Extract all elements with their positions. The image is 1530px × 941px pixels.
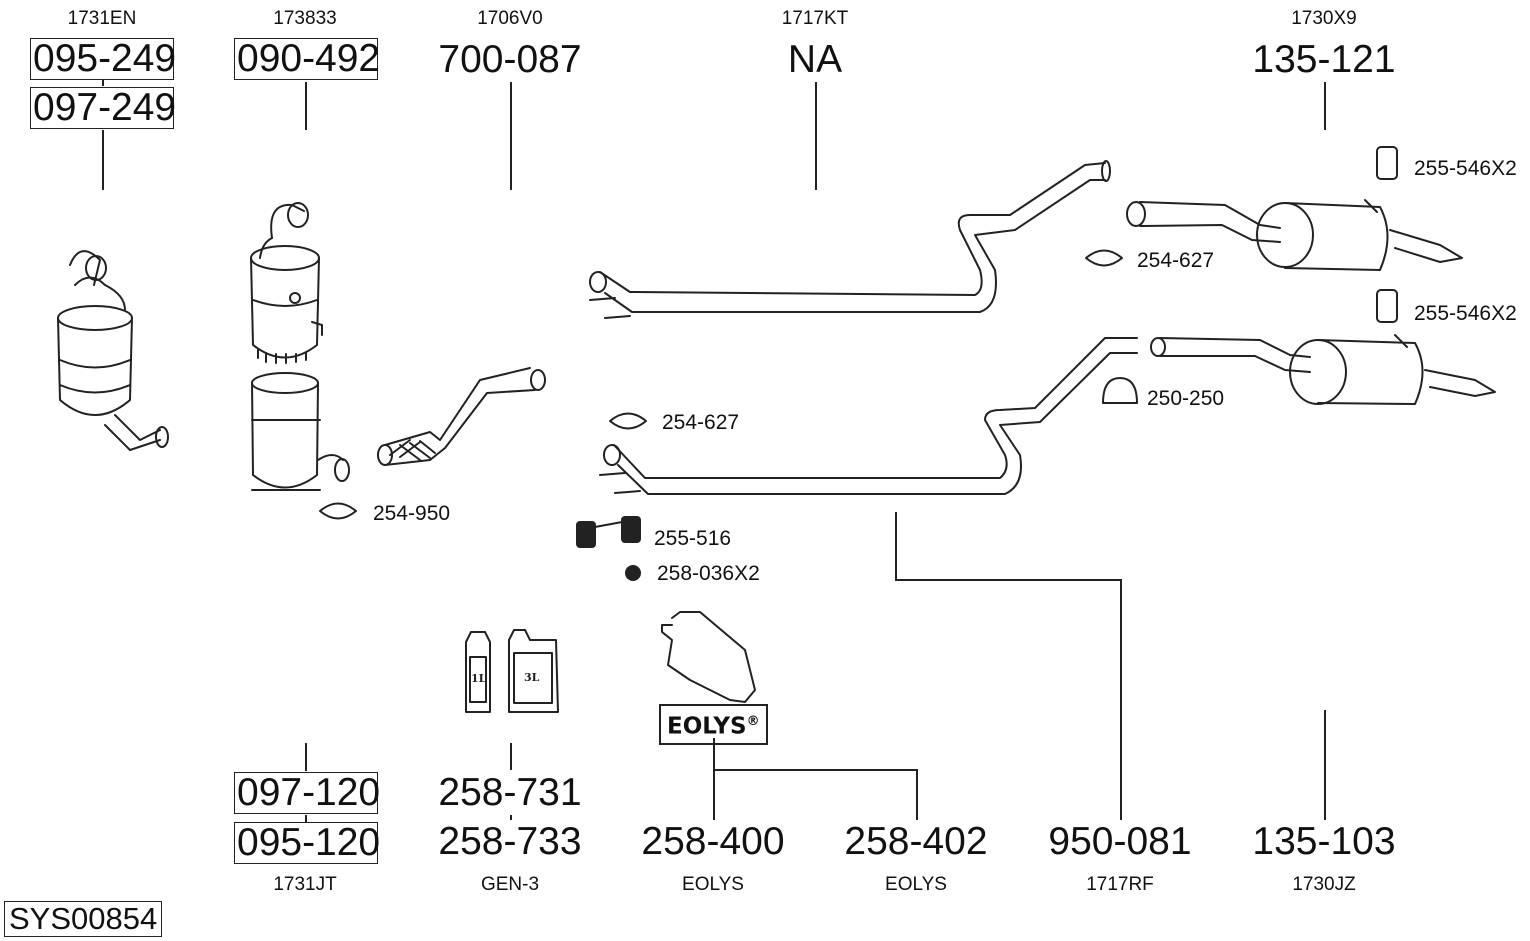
leader-line <box>1120 579 1122 820</box>
part-number-258-731[interactable]: 258-731 <box>438 771 582 814</box>
leader-line <box>305 82 307 130</box>
callout-clamp-top[interactable]: 254-627 <box>1137 249 1215 272</box>
callout-clamp-left[interactable]: 254-950 <box>373 502 451 525</box>
front-pipe-lower <box>599 337 1138 495</box>
leader-line <box>895 579 1121 581</box>
nut-icon <box>625 565 641 581</box>
leader-line <box>1324 82 1326 130</box>
part-number-090-492[interactable]: 090-492 <box>234 38 380 80</box>
part-code-1731EN: 1731EN <box>67 8 137 29</box>
registered-mark: ® <box>746 714 760 729</box>
part-number-097-249[interactable]: 097-249 <box>30 87 176 129</box>
leader-line <box>815 82 817 190</box>
rear-muffler-upper <box>1126 199 1463 271</box>
leader-line <box>510 82 512 190</box>
catalytic-converter-left <box>57 250 169 451</box>
part-number-095-249[interactable]: 095-249 <box>30 38 176 80</box>
small-bottle-label: 1L <box>471 672 487 685</box>
callout-clamp-mid[interactable]: 254-627 <box>662 411 740 434</box>
part-code-1717KT: 1717KT <box>781 8 849 29</box>
part-number-258-402[interactable]: 258-402 <box>844 820 988 863</box>
large-bottle-label: 3L <box>524 671 540 684</box>
part-code-gen-3: GEN-3 <box>480 874 540 895</box>
part-code-1730JZ: 1730JZ <box>1292 874 1356 895</box>
part-code-1717RF: 1717RF <box>1086 874 1154 895</box>
part-code-eolys: EOLYS <box>682 874 744 895</box>
eolys-logo-text: EOLYS <box>667 713 747 740</box>
particulate-filter-lower <box>251 372 350 491</box>
additive-bottles <box>465 629 559 713</box>
eolys-tank <box>661 611 756 703</box>
part-number-135-121[interactable]: 135-121 <box>1252 38 1396 81</box>
leader-line <box>713 769 917 771</box>
leader-line <box>916 769 918 820</box>
part-code-173833: 173833 <box>273 8 337 29</box>
part-number-095-120[interactable]: 095-120 <box>234 822 380 864</box>
eolys-logo: EOLYS® <box>659 704 768 745</box>
part-code-1706V0: 1706V0 <box>477 8 543 29</box>
particulate-filter-upper <box>250 202 323 364</box>
leader-line <box>510 743 512 770</box>
leader-line <box>102 130 104 190</box>
part-code-1730X9: 1730X9 <box>1291 8 1357 29</box>
part-code-eolys: EOLYS <box>885 874 947 895</box>
part-number-258-400[interactable]: 258-400 <box>641 820 785 863</box>
callout-nut[interactable]: 258-036X2 <box>657 562 760 585</box>
leader-line <box>1324 710 1326 820</box>
part-number-097-120[interactable]: 097-120 <box>234 772 380 814</box>
part-number-700-087[interactable]: 700-087 <box>438 38 582 81</box>
flex-pipe <box>377 367 546 466</box>
leader-line <box>713 738 715 820</box>
leader-line <box>305 743 307 771</box>
callout-bracket[interactable]: 255-516 <box>654 527 732 550</box>
leader-line <box>895 512 897 580</box>
front-pipe-upper <box>589 160 1111 319</box>
system-code: SYS00854 <box>4 901 163 937</box>
callout-hanger-mid[interactable]: 255-546X2 <box>1414 302 1517 325</box>
rear-muffler-lower <box>1150 334 1496 405</box>
part-number-258-733[interactable]: 258-733 <box>438 820 582 863</box>
part-number-na[interactable]: NA <box>787 38 843 81</box>
callout-clamp-ring[interactable]: 250-250 <box>1147 387 1225 410</box>
clamp-icons <box>319 249 1138 520</box>
callout-hanger-top[interactable]: 255-546X2 <box>1414 157 1517 180</box>
part-number-135-103[interactable]: 135-103 <box>1252 820 1396 863</box>
leader-line <box>510 815 512 820</box>
leader-line <box>102 80 104 86</box>
leader-line <box>305 815 307 823</box>
hanger-icons <box>1376 146 1398 323</box>
part-number-950-081[interactable]: 950-081 <box>1048 820 1192 863</box>
part-code-1731JT: 1731JT <box>273 874 337 895</box>
bracket-icon <box>576 516 641 548</box>
